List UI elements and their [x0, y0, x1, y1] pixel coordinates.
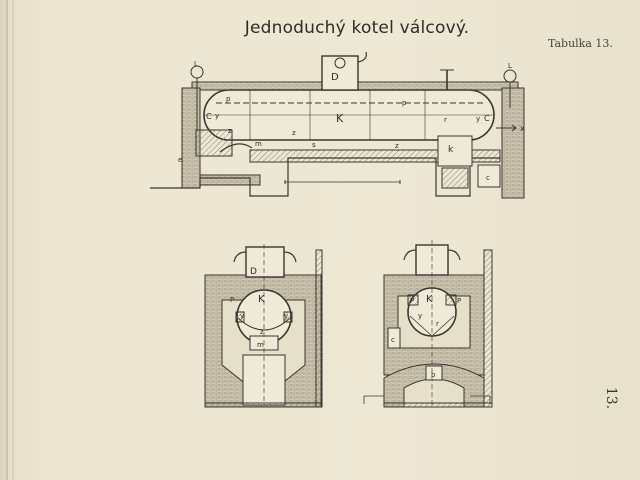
label-m: m [255, 140, 262, 148]
label-b: b [431, 371, 436, 379]
longitudinal-section [150, 51, 525, 199]
label-c-left: C [206, 112, 212, 121]
document-title: Jednoduchý kotel válcový. [244, 18, 470, 38]
label-p-left: P [410, 297, 414, 305]
label-boiler: K [258, 294, 265, 305]
label-z-mid: z [292, 129, 296, 137]
cross-section-left [204, 244, 323, 408]
label-x: x [520, 124, 525, 133]
label-y-right: y [476, 115, 480, 123]
label-l-right: L [508, 62, 512, 70]
label-r: r [436, 320, 439, 328]
label-p-mid: p [402, 99, 407, 107]
label-dome: D [331, 72, 339, 83]
label-c-right: C [484, 114, 490, 123]
table-label: Tabulka 13. [548, 37, 613, 50]
label-l-left: L [194, 60, 198, 68]
label-c: c [391, 336, 395, 344]
label-z-left: z [228, 127, 232, 135]
page-edge-line [6, 0, 8, 480]
label-r: r [444, 116, 447, 124]
label-boiler: K [426, 294, 433, 305]
page-edge-line [12, 0, 14, 480]
label-k: k [448, 145, 454, 155]
label-p-left: p [226, 95, 231, 103]
label-e: e [178, 156, 182, 164]
label-y: y [418, 312, 422, 320]
label-y-left: y [215, 112, 219, 120]
cross-section-right [363, 240, 493, 408]
label-p: P [230, 296, 234, 304]
label-p-right: P [457, 297, 461, 305]
cross-section-left-labels: D K P y y z m [230, 267, 288, 349]
label-z: z [260, 328, 264, 336]
label-z-bottom: z [395, 142, 399, 150]
label-dome: D [250, 267, 257, 277]
label-y-left: y [240, 312, 244, 320]
longitudinal-section-labels: D K p p C y C y r z z m s z k x L L e c [178, 60, 525, 182]
label-y-right: y [284, 312, 288, 320]
label-m: m [257, 341, 264, 349]
label-c-box: c [486, 174, 490, 182]
label-boiler: K [336, 112, 344, 125]
label-s: s [312, 141, 316, 149]
cross-section-right-labels: K P P y r c b [391, 294, 461, 379]
